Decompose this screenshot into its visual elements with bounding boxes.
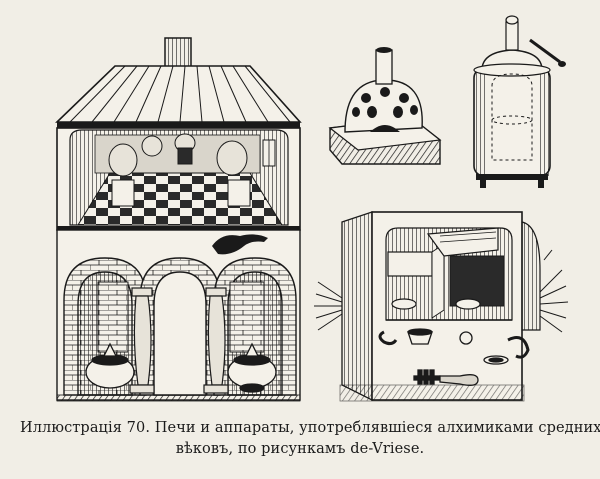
caption-label: Иллюстрація 70.	[20, 420, 151, 436]
caption-line-1-text: Печи и аппараты, употреблявшіеся алхимик…	[154, 420, 600, 436]
cylindrical-still	[473, 15, 566, 188]
caption-line-1: Иллюстрація 70. Печи и аппараты, употреб…	[20, 418, 600, 439]
caption-line-2: вѣковъ, по рисункамъ de-Vriese.	[175, 441, 425, 457]
house-furnace	[55, 37, 302, 402]
engraving-illustration	[55, 15, 569, 402]
dome-furnace	[328, 47, 442, 165]
illustration-caption: Иллюстрація 70. Печи и аппараты, употреб…	[20, 418, 600, 460]
cutaway-furnace	[314, 211, 569, 402]
